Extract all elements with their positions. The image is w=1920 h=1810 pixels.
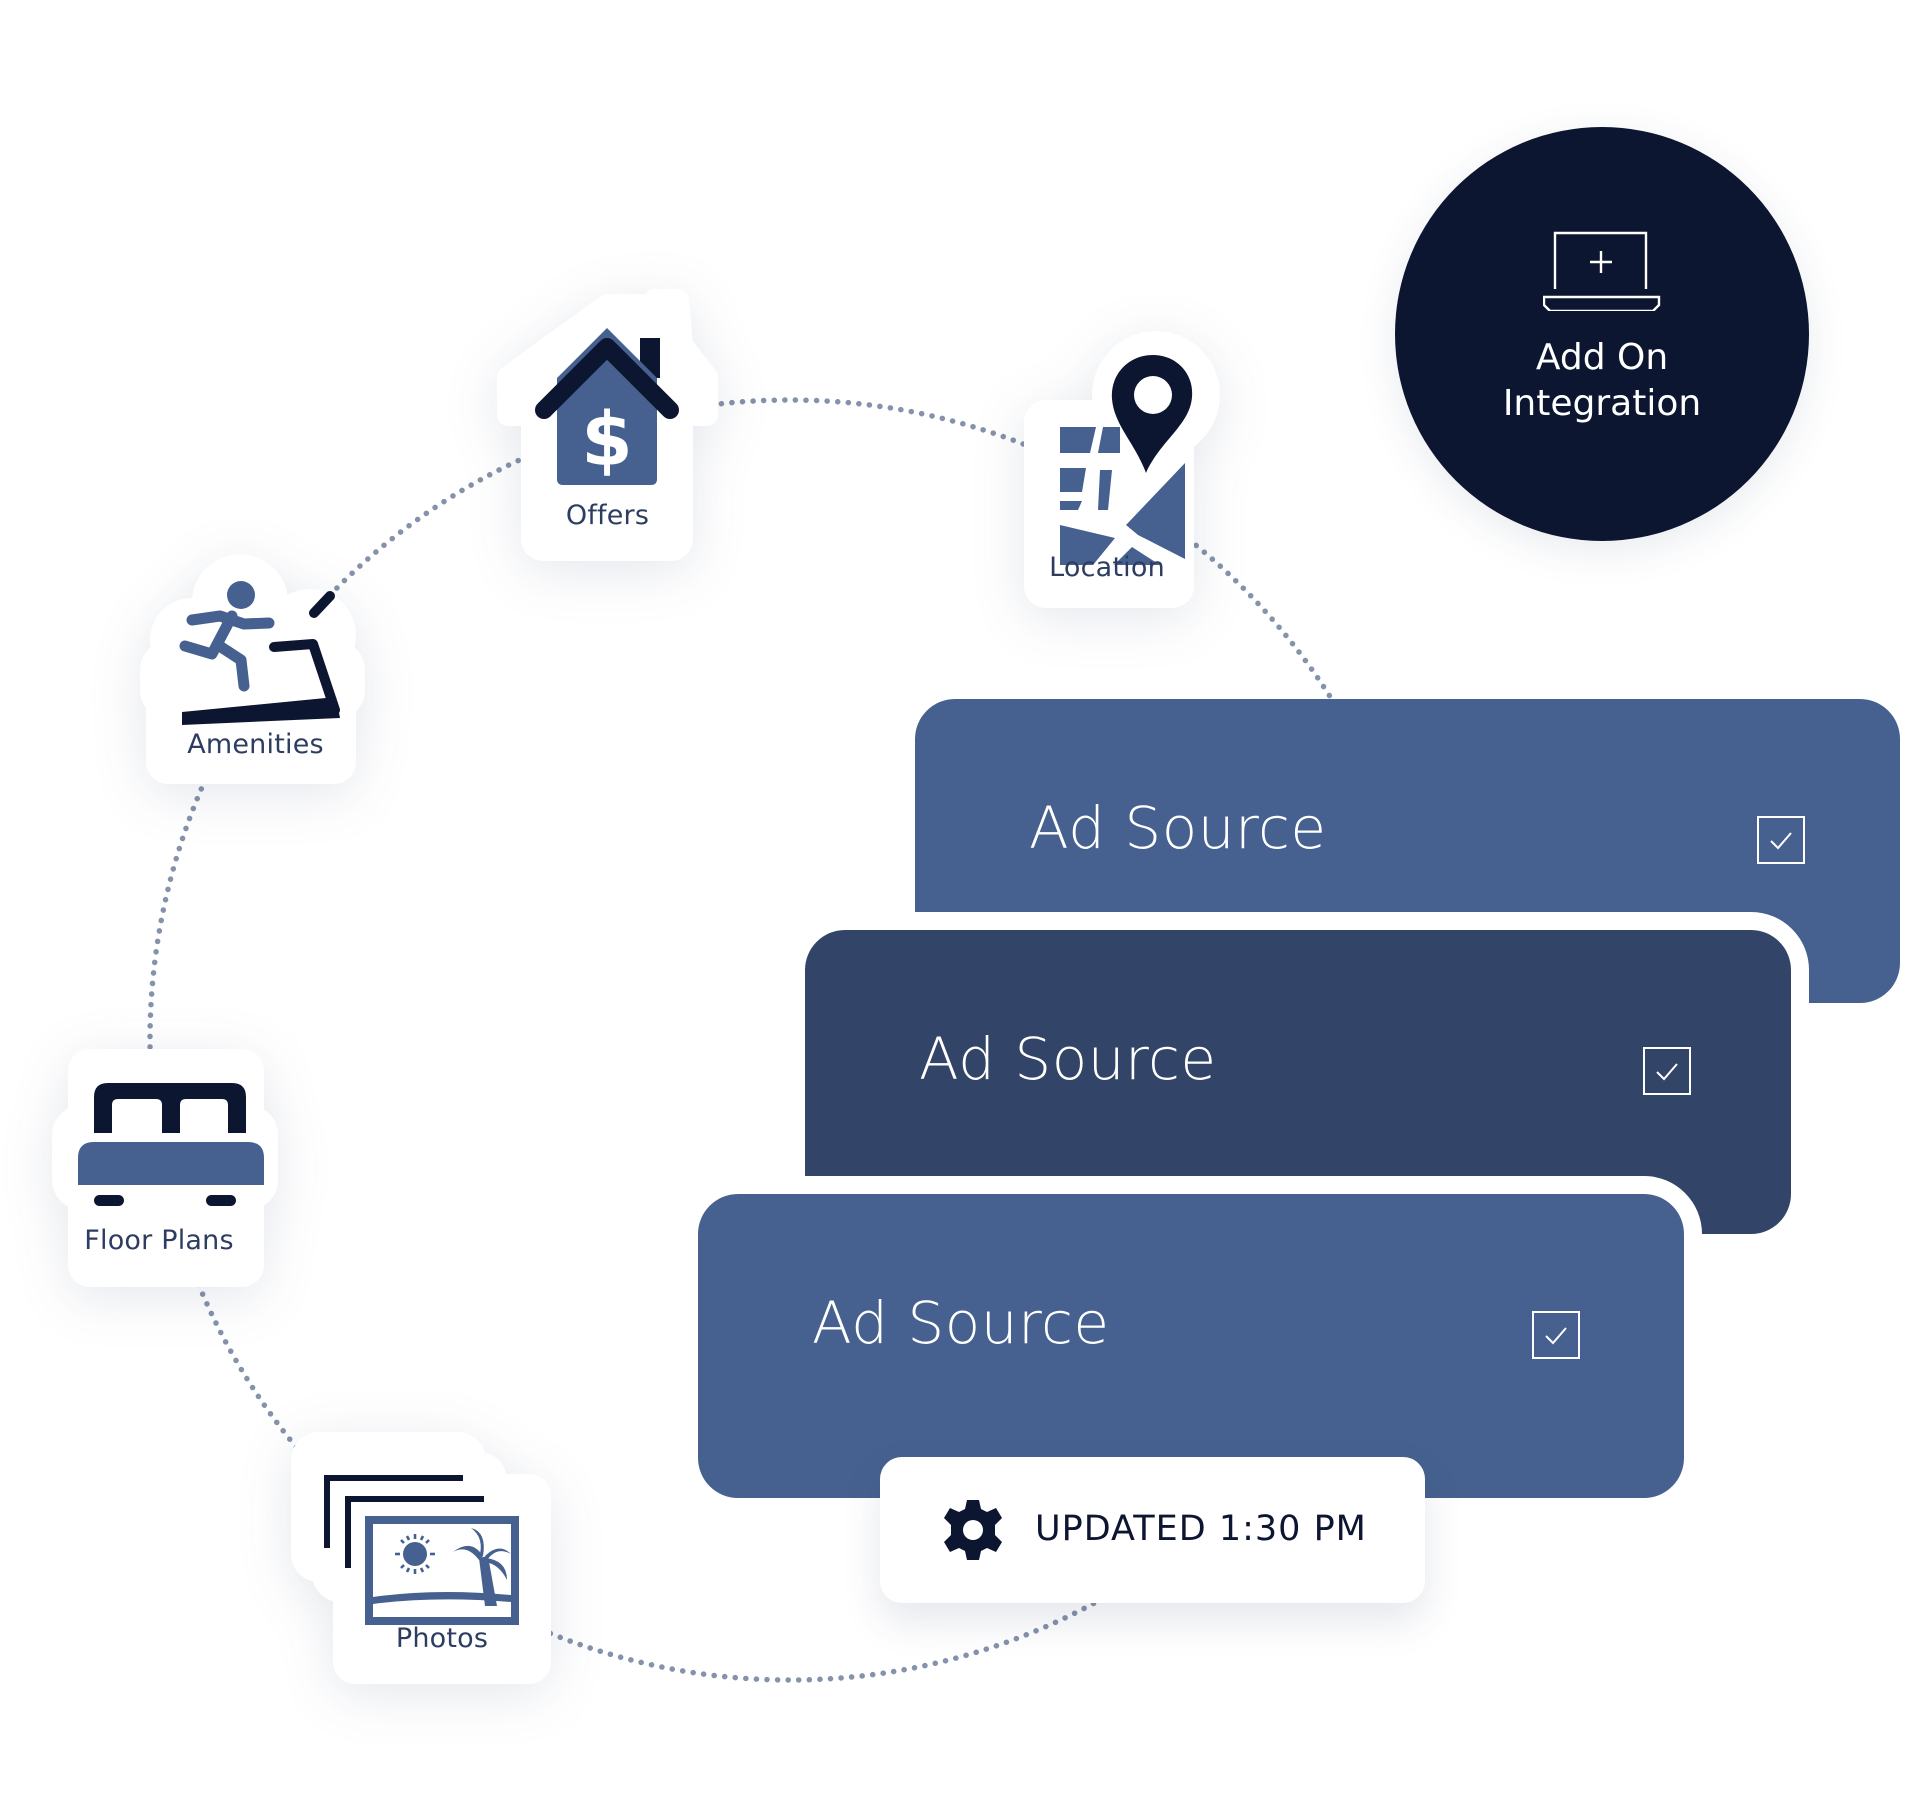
feature-tile-amenities[interactable]: Amenities	[140, 550, 365, 790]
ad-source-card-3[interactable]: Ad Source	[698, 1194, 1684, 1498]
svg-text:$: $	[581, 397, 633, 483]
ad-source-title: Ad Source	[919, 1025, 1217, 1093]
laptop-plus-icon	[1543, 231, 1661, 311]
feature-tile-offers[interactable]: $ Offers	[497, 289, 718, 570]
bed-icon	[78, 1083, 264, 1206]
feature-label-amenities: Amenities	[187, 729, 324, 760]
ad-source-checkbox[interactable]	[1532, 1311, 1580, 1359]
check-icon	[1770, 832, 1792, 850]
feature-label-location: Location	[1049, 552, 1165, 583]
ad-source-title: Ad Source	[1029, 794, 1327, 862]
add-on-line-1: Add On	[1535, 337, 1669, 378]
ad-source-checkbox[interactable]	[1643, 1047, 1691, 1095]
photo-stack-icon	[324, 1475, 519, 1625]
feature-tile-floor-plans[interactable]: Floor Plans	[52, 1045, 282, 1290]
status-badge: UPDATED 1:30 PM	[880, 1457, 1425, 1603]
feature-label-photos: Photos	[395, 1623, 489, 1654]
ad-source-card-2[interactable]: Ad Source	[805, 930, 1791, 1234]
add-on-integration-button[interactable]: Add On Integration	[1395, 127, 1809, 541]
ad-source-checkbox[interactable]	[1757, 816, 1805, 864]
treadmill-runner-icon	[179, 581, 340, 725]
check-icon	[1656, 1063, 1678, 1081]
feature-tile-location[interactable]: Location	[1020, 325, 1230, 615]
status-text: UPDATED 1:30 PM	[1035, 1509, 1367, 1549]
house-dollar-icon: $	[535, 328, 679, 485]
add-on-line-2: Integration	[1502, 383, 1702, 424]
ad-source-title: Ad Source	[812, 1289, 1110, 1357]
feature-label-floor-plans: Floor Plans	[84, 1225, 234, 1256]
feature-label-offers: Offers	[565, 500, 650, 531]
map-pin-icon	[1060, 355, 1193, 565]
gear-icon	[944, 1500, 1002, 1560]
check-icon	[1545, 1327, 1567, 1345]
feature-tile-photos[interactable]: Photos	[285, 1430, 555, 1690]
add-on-integration-label: Add On Integration	[1395, 335, 1809, 427]
